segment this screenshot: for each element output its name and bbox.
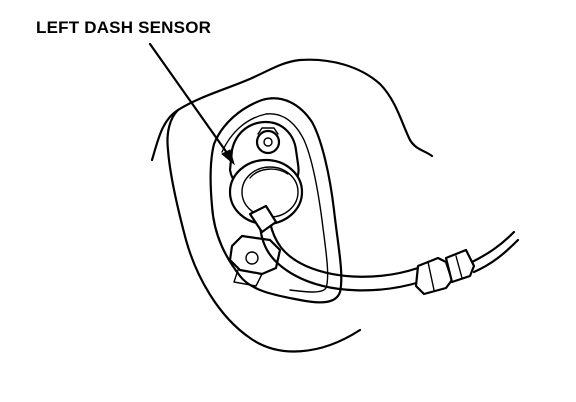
callout-leader-line — [148, 42, 234, 162]
cable-grommet — [248, 204, 278, 234]
harness-connector — [414, 256, 454, 296]
connector-rib — [427, 261, 435, 291]
lower-bracket-tab — [233, 269, 263, 287]
dashboard-panel-left-edge — [166, 108, 362, 353]
lower-bracket — [228, 234, 282, 276]
bracket-bolt-hole — [263, 137, 273, 147]
sensor-harness-cable — [258, 224, 422, 292]
left-dash-sensor-label: LEFT DASH SENSOR — [36, 18, 212, 37]
harness-cable-right — [470, 230, 516, 264]
bolt-hex — [257, 127, 279, 135]
sensor-face-highlight — [249, 168, 289, 179]
callout-arrowhead — [221, 149, 235, 166]
mounting-recess-inner — [221, 113, 329, 293]
bracket-bolt — [255, 129, 281, 155]
lower-bolt — [245, 251, 259, 265]
connector-rib-2 — [455, 255, 463, 279]
sensor-harness-cable-outer — [268, 220, 420, 278]
harness-connector-mate — [444, 248, 476, 284]
harness-cable-right-outer — [472, 238, 520, 274]
